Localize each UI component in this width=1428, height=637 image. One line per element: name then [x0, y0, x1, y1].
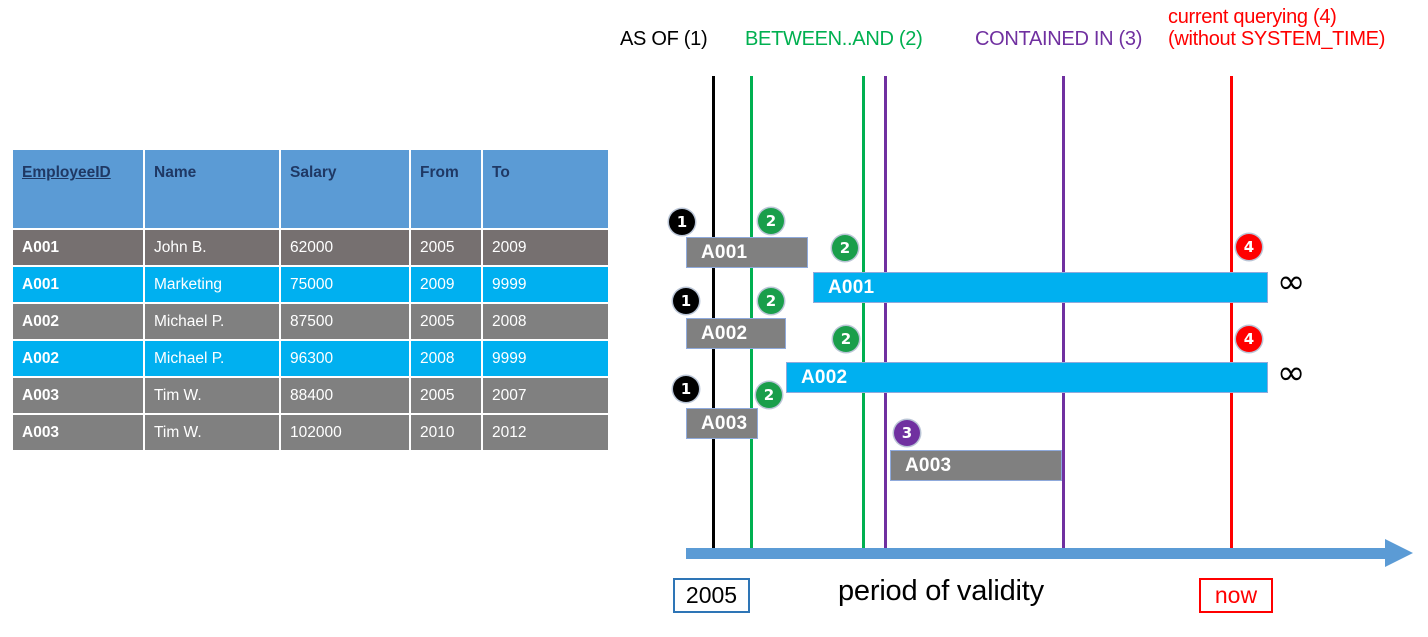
axis-end-label: now [1199, 578, 1273, 613]
as-of-line [712, 76, 715, 555]
cell-employee_id: A003 [13, 378, 143, 413]
now-line [1230, 76, 1233, 555]
column-header-label: From [420, 164, 459, 181]
cell-employee_id: A003 [13, 415, 143, 450]
query-marker-1[interactable]: 1 [673, 376, 699, 402]
cell-from: 2008 [411, 341, 481, 376]
query-marker-1[interactable]: 1 [673, 288, 699, 314]
cell-to: 2012 [483, 415, 608, 450]
timeline-bar[interactable]: A002 [786, 362, 1268, 393]
table-header-row: EmployeeID Name Salary From To [13, 150, 608, 228]
timeline-bar[interactable]: A003 [686, 408, 758, 439]
cell-from: 2005 [411, 230, 481, 265]
cell-from: 2005 [411, 378, 481, 413]
timeline-bar[interactable]: A001 [813, 272, 1268, 303]
cell-from: 2009 [411, 267, 481, 302]
cell-name: Marketing [145, 267, 279, 302]
legend-current-querying-line1: current querying (4) [1168, 6, 1337, 28]
column-header-name[interactable]: Name [145, 150, 279, 228]
infinity-icon: ∞ [1277, 353, 1306, 393]
column-header-from[interactable]: From [411, 150, 481, 228]
axis-start-label: 2005 [673, 578, 750, 613]
column-header-label: To [492, 164, 510, 181]
table-header: EmployeeID Name Salary From To [13, 150, 608, 228]
cell-employee_id: A001 [13, 267, 143, 302]
timeline-bar-label: A003 [701, 412, 748, 434]
legend-item-3: CONTAINED IN (3) [975, 28, 1143, 50]
cell-name: Michael P. [145, 341, 279, 376]
cell-to: 9999 [483, 267, 608, 302]
timeline-bar[interactable]: A001 [686, 237, 808, 268]
column-header-label: Salary [290, 164, 337, 181]
cell-salary: 87500 [281, 304, 409, 339]
cell-employee_id: A002 [13, 341, 143, 376]
cell-from: 2005 [411, 304, 481, 339]
column-header-label: Name [154, 164, 197, 181]
between-start [750, 76, 753, 555]
query-marker-2[interactable]: 2 [758, 208, 784, 234]
column-header-salary[interactable]: Salary [281, 150, 409, 228]
cell-salary: 88400 [281, 378, 409, 413]
legend-current-querying: current querying (4) (without SYSTEM_TIM… [1168, 6, 1385, 51]
infinity-icon: ∞ [1277, 262, 1306, 302]
cell-salary: 62000 [281, 230, 409, 265]
timeline-bar-label: A003 [905, 454, 952, 476]
legend-item-2: BETWEEN..AND (2) [745, 28, 923, 50]
query-marker-3[interactable]: 3 [894, 420, 920, 446]
column-header-employee_id[interactable]: EmployeeID [13, 150, 143, 228]
timeline-bar-label: A001 [828, 276, 875, 298]
cell-name: Tim W. [145, 415, 279, 450]
legend-current-querying-line2: (without SYSTEM_TIME) [1168, 28, 1386, 51]
query-marker-2[interactable]: 2 [756, 382, 782, 408]
query-marker-2[interactable]: 2 [833, 326, 859, 352]
axis-caption: period of validity [838, 575, 1044, 607]
contained-end [1062, 76, 1065, 555]
cell-name: John B. [145, 230, 279, 265]
query-marker-2[interactable]: 2 [832, 235, 858, 261]
timeline-bar[interactable]: A003 [890, 450, 1062, 481]
legend-item-1: AS OF (1) [620, 28, 708, 50]
column-header-label: EmployeeID [22, 164, 111, 181]
timeline-arrow-icon [1385, 539, 1413, 567]
timeline-bar-label: A002 [701, 322, 748, 344]
cell-salary: 96300 [281, 341, 409, 376]
cell-salary: 75000 [281, 267, 409, 302]
query-marker-4[interactable]: 4 [1236, 234, 1262, 260]
cell-employee_id: A001 [13, 230, 143, 265]
column-header-to[interactable]: To [483, 150, 608, 228]
cell-name: Michael P. [145, 304, 279, 339]
query-marker-4[interactable]: 4 [1236, 326, 1262, 352]
timeline-bar[interactable]: A002 [686, 318, 786, 349]
cell-to: 2009 [483, 230, 608, 265]
cell-name: Tim W. [145, 378, 279, 413]
timeline-axis [686, 548, 1386, 559]
between-end [862, 76, 865, 555]
contained-start [884, 76, 887, 555]
query-marker-1[interactable]: 1 [669, 209, 695, 235]
cell-to: 2007 [483, 378, 608, 413]
cell-from: 2010 [411, 415, 481, 450]
cell-employee_id: A002 [13, 304, 143, 339]
cell-to: 2008 [483, 304, 608, 339]
timeline-bar-label: A002 [801, 366, 848, 388]
query-marker-2[interactable]: 2 [758, 288, 784, 314]
cell-to: 9999 [483, 341, 608, 376]
timeline-bar-label: A001 [701, 241, 748, 263]
cell-salary: 102000 [281, 415, 409, 450]
